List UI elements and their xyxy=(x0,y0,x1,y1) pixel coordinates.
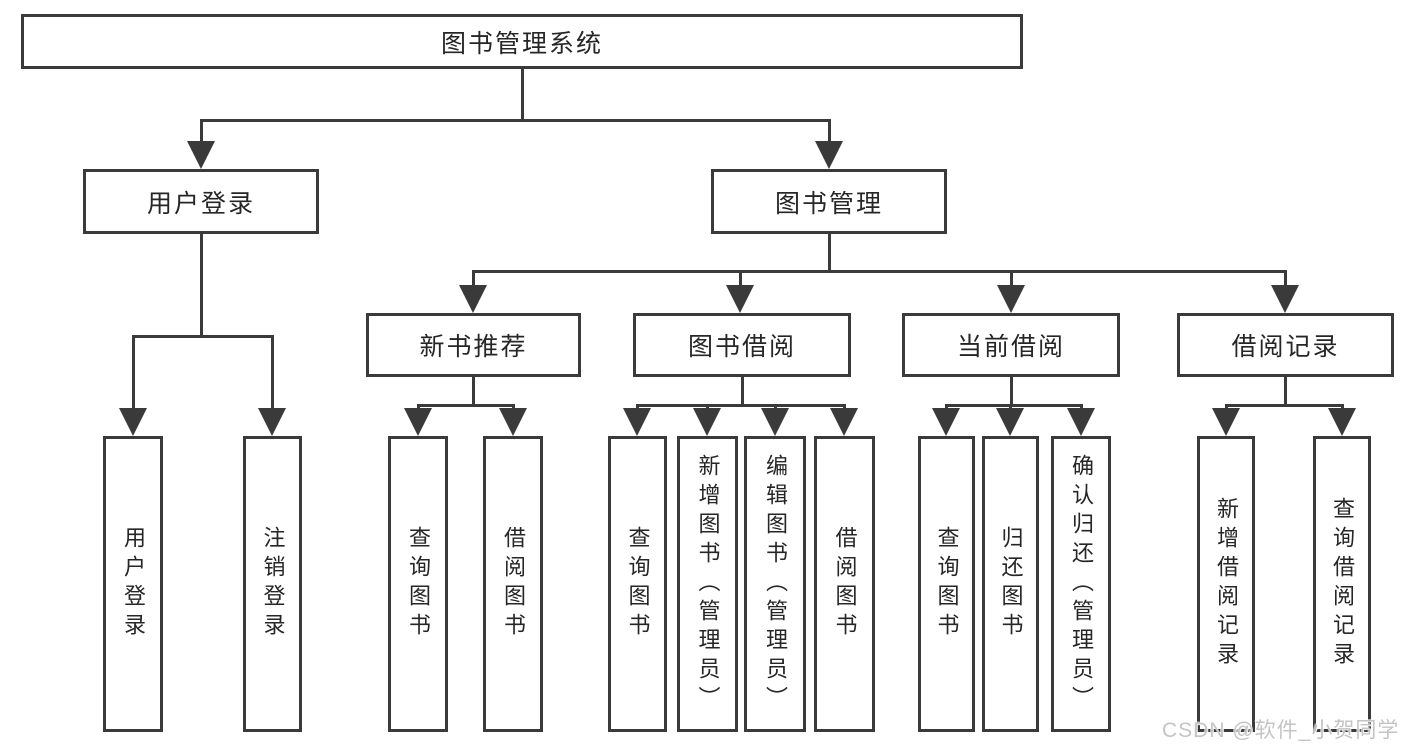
node-borrow-books-recommend: 借阅图书 xyxy=(483,436,543,732)
node-add-borrow-record: 新增借阅记录 xyxy=(1197,436,1255,732)
node-borrow-books-leaf: 借阅图书 xyxy=(814,436,875,732)
node-logout-leaf-label: 注销登录 xyxy=(260,526,286,642)
arrowhead-return-book xyxy=(996,408,1024,436)
node-borrow-books-leaf-label: 借阅图书 xyxy=(832,526,858,642)
edge-current-borrow-stem xyxy=(1010,377,1013,406)
edge-root-bar xyxy=(200,119,831,122)
edge-to-new-book-stem xyxy=(472,271,475,290)
edge-new-book-bar xyxy=(417,404,515,407)
edge-borrow-records-stem xyxy=(1284,377,1287,406)
node-query-books-current-label: 查询图书 xyxy=(934,526,960,642)
node-book-borrowing: 图书借阅 xyxy=(633,313,851,377)
watermark: CSDN @软件_小贺同学 xyxy=(1162,719,1400,742)
edge-book-borrow-bar xyxy=(636,404,846,407)
node-user-login-leaf: 用户登录 xyxy=(103,436,163,732)
node-book-management: 图书管理 xyxy=(711,169,947,234)
node-borrowing-records: 借阅记录 xyxy=(1177,313,1394,377)
edge-new-book-stem xyxy=(472,377,475,406)
arrowhead-current-borrow xyxy=(997,285,1025,313)
node-query-books-current: 查询图书 xyxy=(918,436,975,732)
node-query-books-recommend: 查询图书 xyxy=(388,436,448,732)
node-user-login-leaf-label: 用户登录 xyxy=(121,526,146,642)
edge-current-borrow-bar xyxy=(945,404,1083,407)
arrowhead-add-record xyxy=(1212,408,1240,436)
arrowhead-confirm-return xyxy=(1067,408,1095,436)
edge-to-book-borrow-stem xyxy=(739,271,742,290)
edge-book-borrow-stem xyxy=(741,377,744,406)
node-add-borrow-record-label: 新增借阅记录 xyxy=(1214,497,1239,671)
edge-user-login-stem xyxy=(200,234,203,337)
arrowhead-logout-leaf xyxy=(258,408,286,436)
arrowhead-book-borrow xyxy=(726,285,754,313)
arrowhead-book-management xyxy=(815,141,843,169)
edge-user-login-bar xyxy=(132,335,274,338)
node-current-borrowing: 当前借阅 xyxy=(902,313,1120,377)
node-query-borrow-record: 查询借阅记录 xyxy=(1313,436,1371,732)
arrowhead-user-login xyxy=(187,141,215,169)
edge-root-stem xyxy=(521,69,524,121)
edge-book-management-stem xyxy=(828,234,831,272)
node-confirm-return-admin: 确认归还（管理员） xyxy=(1051,436,1111,732)
node-new-book-recommendation: 新书推荐 xyxy=(366,313,581,377)
arrowhead-borrow-book-c xyxy=(830,408,858,436)
node-edit-book-admin: 编辑图书（管理员） xyxy=(744,436,806,732)
node-return-book: 归还图书 xyxy=(982,436,1039,732)
arrowhead-query-book-c xyxy=(623,408,651,436)
node-query-books-borrow-label: 查询图书 xyxy=(625,526,651,642)
edge-to-user-login-stem xyxy=(200,120,203,146)
edge-to-borrow-records-stem xyxy=(1284,271,1287,290)
arrowhead-login-leaf xyxy=(119,408,147,436)
arrowhead-borrow-book-b xyxy=(499,408,527,436)
arrowhead-query-book-b xyxy=(404,408,432,436)
node-query-books-borrow: 查询图书 xyxy=(608,436,667,732)
node-return-book-label: 归还图书 xyxy=(998,526,1024,642)
node-logout-leaf: 注销登录 xyxy=(243,436,302,732)
arrowhead-add-book xyxy=(693,408,721,436)
arrowhead-borrow-records xyxy=(1271,285,1299,313)
node-query-books-recommend-label: 查询图书 xyxy=(406,526,431,642)
node-borrow-books-recommend-label: 借阅图书 xyxy=(501,526,526,642)
node-query-borrow-record-label: 查询借阅记录 xyxy=(1330,497,1355,671)
edge-to-logout-leaf-stem xyxy=(271,336,274,412)
node-add-book-admin: 新增图书（管理员） xyxy=(677,436,738,732)
arrowhead-query-book-d xyxy=(932,408,960,436)
edge-borrow-records-bar xyxy=(1225,404,1344,407)
node-add-book-admin-label: 新增图书（管理员） xyxy=(695,453,721,715)
node-edit-book-admin-label: 编辑图书（管理员） xyxy=(763,453,788,715)
arrowhead-new-book xyxy=(459,285,487,313)
edge-to-login-leaf-stem xyxy=(132,336,135,412)
arrowhead-query-record xyxy=(1328,408,1356,436)
edge-to-book-management-stem xyxy=(828,120,831,146)
node-library-system: 图书管理系统 xyxy=(21,14,1023,69)
node-confirm-return-admin-label: 确认归还（管理员） xyxy=(1069,453,1094,715)
arrowhead-edit-book xyxy=(761,408,789,436)
edge-to-current-borrow-stem xyxy=(1010,271,1013,290)
node-user-login: 用户登录 xyxy=(83,169,319,234)
edge-book-management-bar xyxy=(472,270,1287,273)
